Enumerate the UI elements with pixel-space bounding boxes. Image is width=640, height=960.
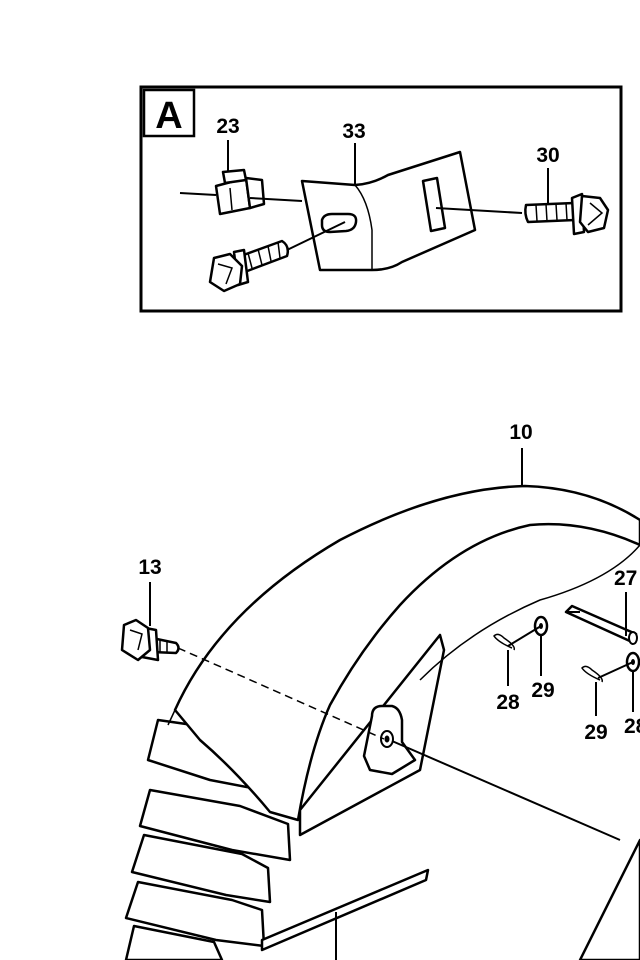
mounting-line [391, 740, 621, 841]
callout-30: 30 [536, 144, 559, 167]
callout-27: 27 [614, 567, 637, 590]
screw-30 [524, 192, 610, 236]
fender-assembly: 10 13 27 28 29 29 28 [120, 421, 640, 960]
cotter-pin-29-upper [493, 633, 516, 651]
bolt-left [208, 239, 290, 293]
inset-leaders [179, 140, 549, 251]
callout-28-upper: 29 [531, 679, 554, 702]
bracket-33 [300, 150, 477, 272]
clip-nut-23 [214, 168, 266, 216]
callout-29-upper: 28 [496, 691, 520, 714]
fender-lower-edge [578, 838, 640, 960]
fender-10 [167, 484, 640, 822]
main-leaders [149, 448, 634, 716]
pin-27 [564, 604, 638, 645]
trim-strip [260, 868, 430, 952]
inset-letter-box [142, 88, 196, 138]
callout-10: 10 [509, 421, 532, 444]
callout-28-lower: 28 [624, 715, 640, 738]
inset-letter: A [155, 95, 182, 137]
callout-13: 13 [138, 556, 161, 579]
bolt-13-path [177, 647, 385, 740]
callout-33: 33 [342, 120, 365, 143]
bolt-13 [120, 618, 180, 662]
detail-inset-a: A [139, 85, 623, 313]
cotter-pin-29-lower [581, 665, 604, 683]
fender-support [298, 633, 446, 837]
callout-29-lower: 29 [584, 721, 607, 744]
callout-23: 23 [216, 115, 239, 138]
